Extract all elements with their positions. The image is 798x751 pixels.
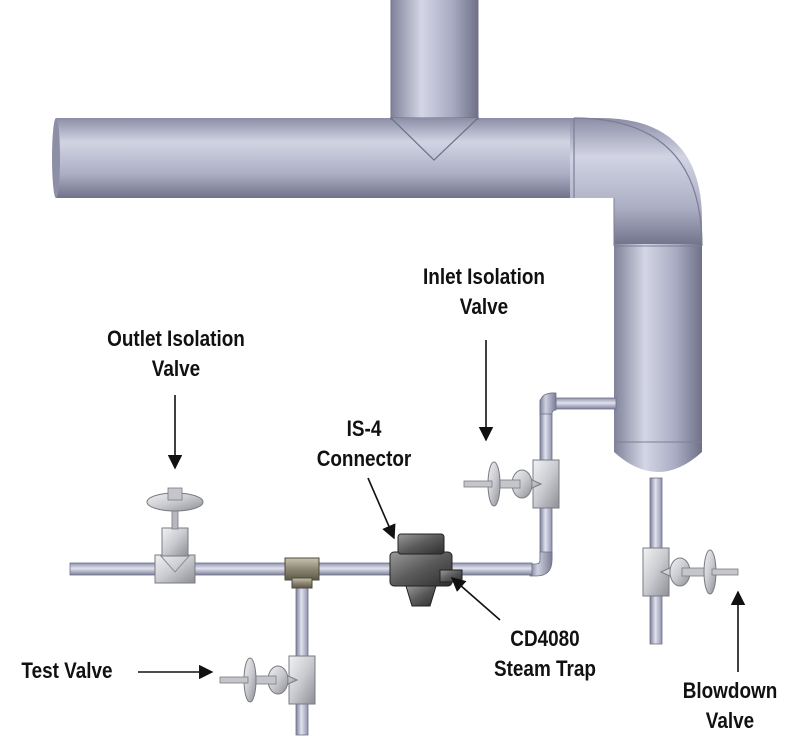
tee-fitting xyxy=(284,557,320,589)
label-is4-connector: IS-4 Connector xyxy=(316,416,412,471)
arrow-steam-trap xyxy=(450,577,501,621)
main-steam-header xyxy=(52,0,574,198)
cd4080-steam-trap xyxy=(389,533,463,607)
label-inlet-isolation-valve: Inlet Isolation Valve xyxy=(423,264,545,319)
test-valve xyxy=(219,655,316,705)
arrow-is4-connector xyxy=(367,477,396,540)
blowdown-valve xyxy=(642,547,739,597)
label-test-valve: Test Valve xyxy=(21,658,113,683)
drip-leg xyxy=(614,244,702,472)
label-cd4080-steam-trap: CD4080 Steam Trap xyxy=(493,626,596,681)
inlet-isolation-valve xyxy=(463,459,560,509)
label-blowdown-valve: Blowdown Valve xyxy=(682,678,778,733)
header-elbow xyxy=(570,117,703,247)
discharge-pipe xyxy=(69,562,533,736)
label-outlet-isolation-valve: Outlet Isolation Valve xyxy=(107,326,245,381)
outlet-isolation-valve xyxy=(146,487,204,584)
